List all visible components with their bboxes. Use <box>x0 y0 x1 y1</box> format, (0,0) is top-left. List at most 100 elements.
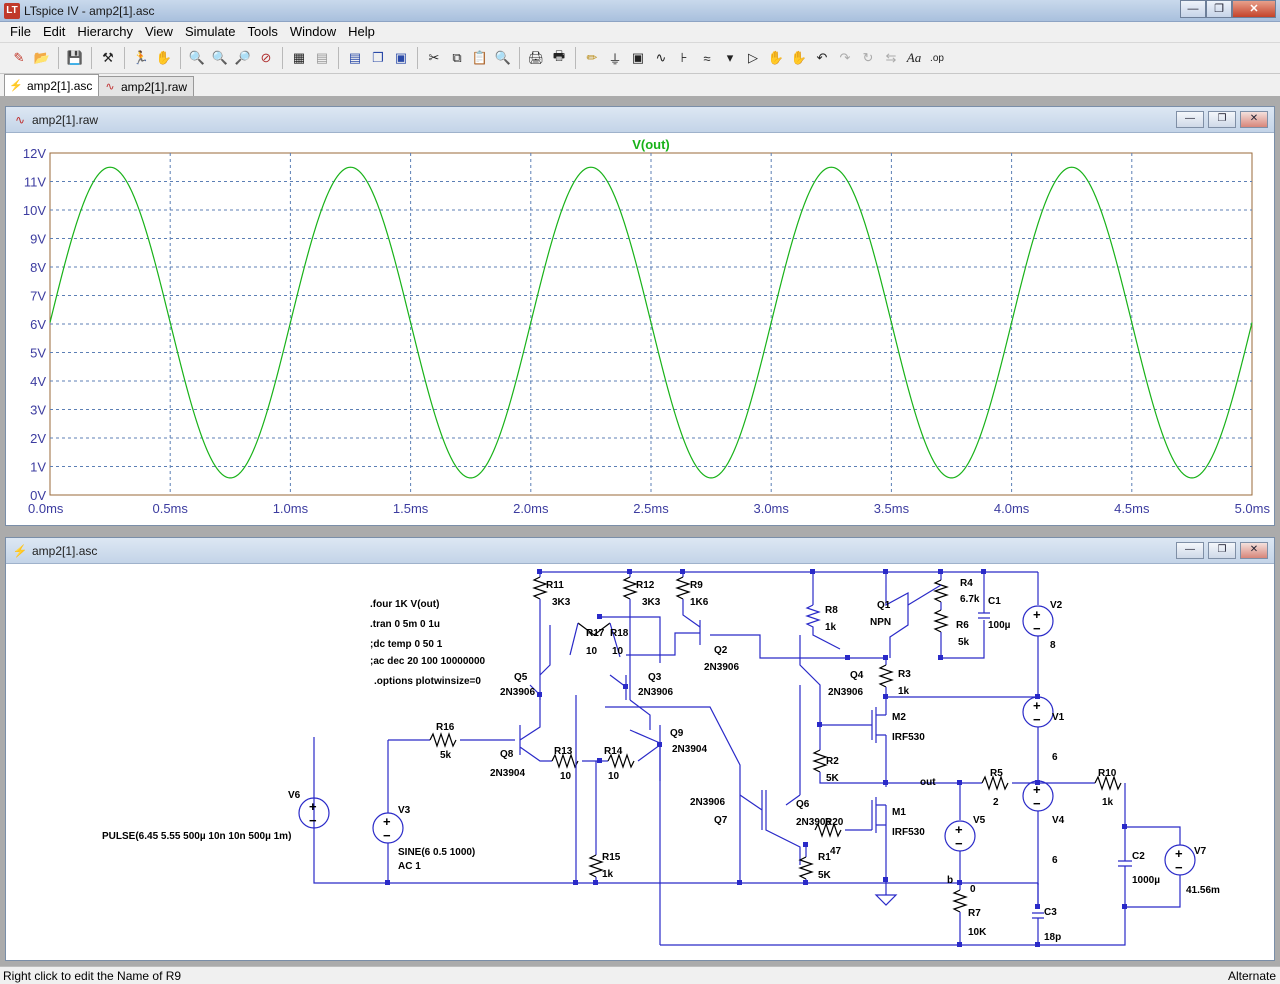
schematic-drawing[interactable]: .four 1K V(out) .tran 0 5m 0 1u ;dc temp… <box>10 565 1272 958</box>
x-tick-label[interactable]: 0.0ms <box>28 501 64 516</box>
schematic-close-button[interactable]: ✕ <box>1240 542 1268 559</box>
label-r17[interactable]: R17 <box>586 628 605 639</box>
label-r18[interactable]: R18 <box>610 628 629 639</box>
value-r15[interactable]: 1k <box>602 869 614 880</box>
x-tick-label[interactable]: 3.0ms <box>753 501 789 516</box>
directive-tran[interactable]: .tran 0 5m 0 1u <box>370 619 440 630</box>
y-tick-label[interactable]: 11V <box>24 175 46 190</box>
undo-icon[interactable]: ↶ <box>816 50 828 65</box>
trace-v-out[interactable] <box>49 166 1253 479</box>
label-r15[interactable]: R15 <box>602 852 621 863</box>
value-v7[interactable]: 41.56m <box>1186 885 1220 896</box>
model-q7[interactable]: 2N3906 <box>690 797 725 808</box>
tab-waveform[interactable]: ∿ amp2[1].raw <box>98 76 195 96</box>
copy-icon[interactable]: ⧉ <box>452 50 462 65</box>
label-r2[interactable]: R2 <box>826 756 839 767</box>
model-q4[interactable]: 2N3906 <box>828 687 863 698</box>
cut-icon[interactable]: ✂ <box>428 50 440 65</box>
value-r20[interactable]: 47 <box>830 846 842 857</box>
value-c2[interactable]: 1000µ <box>1132 875 1160 886</box>
waveform-minimize-button[interactable]: — <box>1176 111 1204 128</box>
label-r7[interactable]: R7 <box>968 908 981 919</box>
menu-edit[interactable]: Edit <box>42 24 66 39</box>
label-q4[interactable]: Q4 <box>850 670 864 681</box>
model-q2[interactable]: 2N3906 <box>704 662 739 673</box>
value-c1[interactable]: 100µ <box>988 620 1011 631</box>
ground-icon[interactable]: ⏚ <box>608 51 622 67</box>
menu-hierarchy[interactable]: Hierarchy <box>77 24 133 39</box>
menu-view[interactable]: View <box>144 24 173 39</box>
tile-horizontal-icon[interactable]: ▤ <box>348 50 362 65</box>
print-icon[interactable]: 🖶 <box>552 48 566 63</box>
label-r3[interactable]: R3 <box>898 669 911 680</box>
label-v3[interactable]: V3 <box>398 805 411 816</box>
capacitor-icon[interactable]: ⊦ <box>680 50 688 65</box>
minimize-button[interactable]: — <box>1180 0 1206 18</box>
value-c3[interactable]: 18p <box>1044 932 1061 943</box>
paste-icon[interactable]: 📋 <box>471 50 489 65</box>
diode-icon[interactable]: ▾ <box>726 50 734 65</box>
y-tick-label[interactable]: 9V <box>30 232 46 247</box>
label-r8[interactable]: R8 <box>825 605 838 616</box>
menu-tools[interactable]: Tools <box>247 24 278 39</box>
label-r9[interactable]: R9 <box>690 580 703 591</box>
label-v1[interactable]: V1 <box>1052 712 1065 723</box>
source-v6-pulse[interactable]: PULSE(6.45 5.55 500µ 10n 10n 500µ 1m) <box>102 831 291 842</box>
x-tick-label[interactable]: 5.0ms <box>1235 501 1271 516</box>
tab-schematic[interactable]: ⚡ amp2[1].asc <box>4 74 100 96</box>
value-r10[interactable]: 1k <box>1102 797 1114 808</box>
mirror-icon[interactable]: ⇆ <box>885 50 897 65</box>
schematic-restore-button[interactable]: ❐ <box>1208 542 1236 559</box>
label-v7[interactable]: V7 <box>1194 846 1207 857</box>
value-v2[interactable]: 8 <box>1050 640 1056 651</box>
find-icon[interactable]: 🔍 <box>494 50 512 65</box>
value-r7[interactable]: 10K <box>968 927 987 938</box>
label-r1[interactable]: R1 <box>818 852 831 863</box>
value-r17[interactable]: 10 <box>586 646 598 657</box>
value-r14[interactable]: 10 <box>608 771 620 782</box>
move-icon[interactable]: ✋ <box>767 50 785 65</box>
waveform-restore-button[interactable]: ❐ <box>1208 111 1236 128</box>
text-icon[interactable]: Aa <box>906 50 922 65</box>
spice-directive-icon[interactable]: .op <box>930 52 944 64</box>
redo-icon[interactable]: ↷ <box>839 50 851 65</box>
menu-window[interactable]: Window <box>289 24 337 39</box>
y-tick-label[interactable]: 12V <box>23 146 46 161</box>
directive-ac[interactable]: ;ac dec 20 100 10000000 <box>370 656 486 667</box>
y-tick-label[interactable]: 7V <box>30 289 46 304</box>
label-q2[interactable]: Q2 <box>714 645 728 656</box>
x-tick-label[interactable]: 1.0ms <box>273 501 309 516</box>
label-r11[interactable]: R11 <box>546 580 564 591</box>
x-tick-label[interactable]: 1.5ms <box>393 501 429 516</box>
x-tick-label[interactable]: 0.5ms <box>152 501 188 516</box>
label-q5[interactable]: Q5 <box>514 672 528 683</box>
save-icon[interactable]: 💾 <box>66 50 84 65</box>
draw-wire-icon[interactable]: ✏ <box>586 50 598 65</box>
label-q3[interactable]: Q3 <box>648 672 662 683</box>
model-q1[interactable]: NPN <box>870 617 891 628</box>
label-v5[interactable]: V5 <box>973 815 986 826</box>
model-m1[interactable]: IRF530 <box>892 827 925 838</box>
source-v3-ac[interactable]: AC 1 <box>398 861 421 872</box>
label-v2[interactable]: V2 <box>1050 600 1063 611</box>
value-r13[interactable]: 10 <box>560 771 572 782</box>
label-v4[interactable]: V4 <box>1052 815 1065 826</box>
label-net-icon[interactable]: ▣ <box>631 50 645 65</box>
label-r12[interactable]: R12 <box>636 580 655 591</box>
drag-icon[interactable]: ✋ <box>790 50 808 65</box>
inductor-icon[interactable]: ≈ <box>703 50 711 66</box>
x-tick-label[interactable]: 4.0ms <box>994 501 1030 516</box>
label-q8[interactable]: Q8 <box>500 749 514 760</box>
net-label-out[interactable]: out <box>920 777 936 788</box>
x-tick-label[interactable]: 4.5ms <box>1114 501 1150 516</box>
label-v6[interactable]: V6 <box>288 790 301 801</box>
label-r20[interactable]: R20 <box>825 817 844 828</box>
source-v3-sine[interactable]: SINE(6 0.5 1000) <box>398 847 475 858</box>
model-q6[interactable]: 2N3906 <box>796 817 831 828</box>
pan-icon[interactable]: 🔍 <box>211 50 229 65</box>
rotate-icon[interactable]: ↻ <box>862 50 874 65</box>
label-q1[interactable]: Q1 <box>877 600 891 611</box>
value-r12[interactable]: 3K3 <box>642 597 661 608</box>
y-tick-label[interactable]: 2V <box>30 431 46 446</box>
